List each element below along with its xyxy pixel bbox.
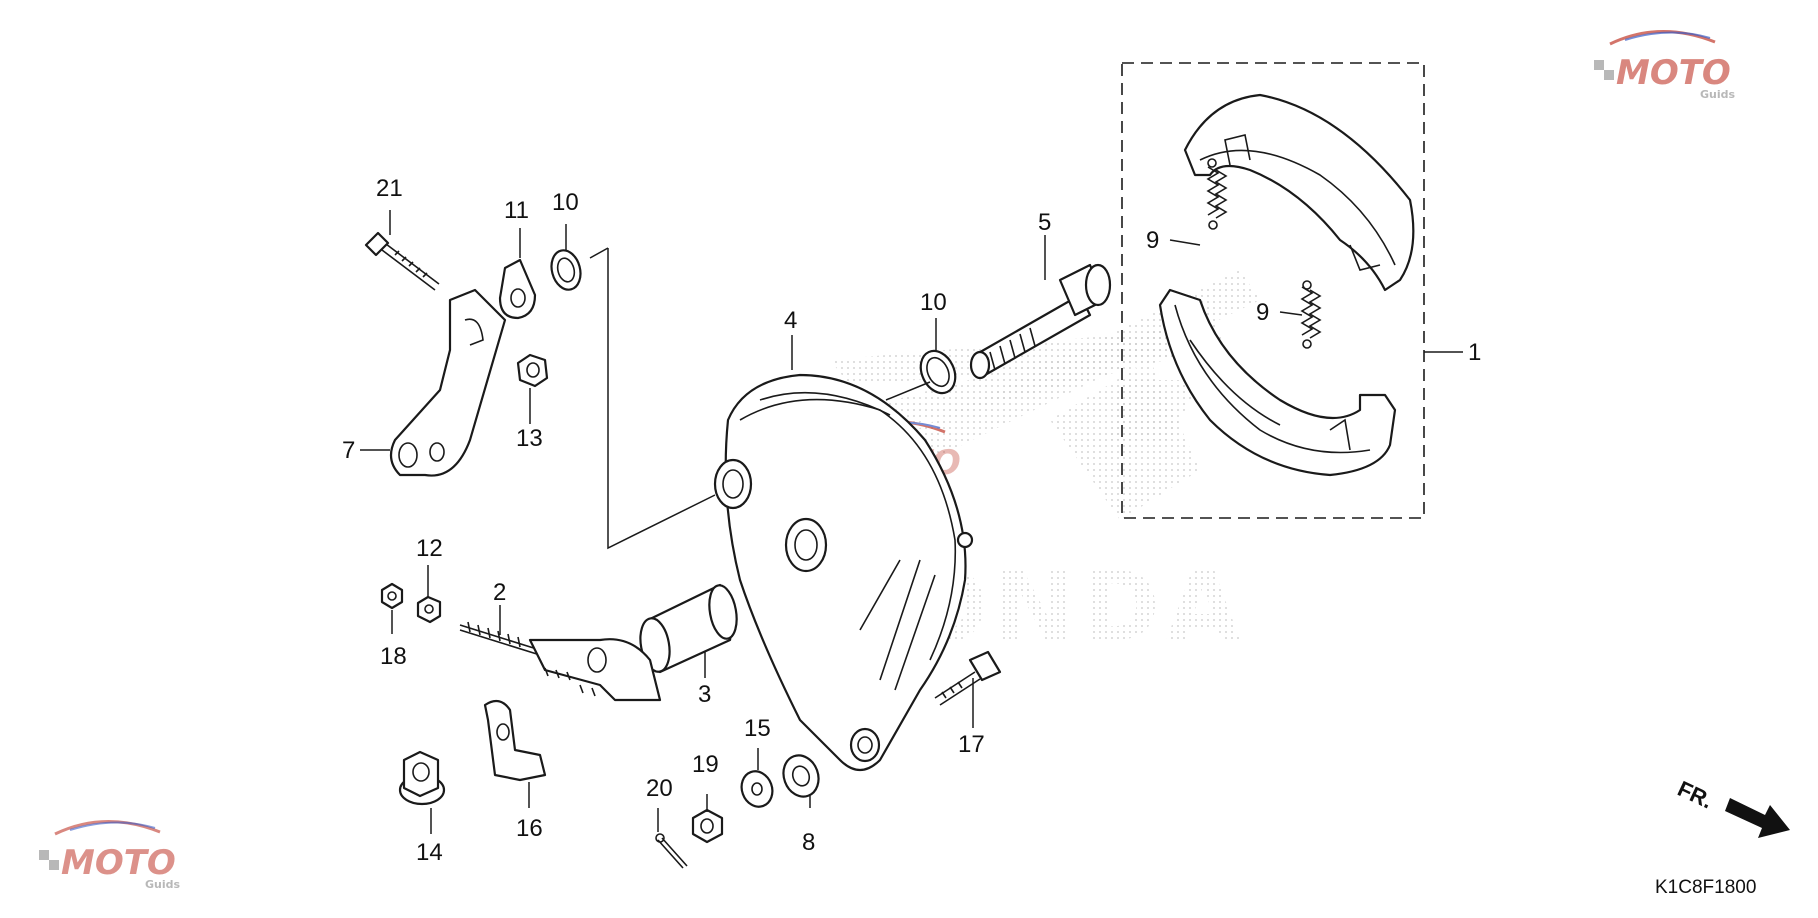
callout-2: 2	[493, 579, 506, 606]
front-direction-arrow: FR.	[1674, 776, 1790, 838]
brake-shoe-upper	[1183, 93, 1415, 292]
front-label: FR.	[1674, 776, 1717, 814]
callout-14: 14	[416, 839, 443, 866]
callout-5: 5	[1038, 209, 1051, 236]
bolt-21	[364, 231, 440, 291]
moto-sub-bottom: Guids	[145, 878, 181, 891]
callout-3: 3	[698, 681, 711, 708]
washer-15	[740, 770, 774, 808]
diagram-code: K1C8F1800	[1655, 877, 1756, 898]
bracket-16	[483, 699, 547, 782]
moto-brand-top: MOTO	[1616, 53, 1731, 93]
collar	[639, 583, 738, 674]
nut-18	[380, 582, 404, 610]
callout-9-lower: 9	[1256, 299, 1269, 326]
callout-4: 4	[784, 307, 797, 334]
nut-19	[691, 808, 724, 844]
lock-washer-11	[498, 258, 537, 320]
callout-19: 19	[692, 751, 719, 778]
callout-18: 18	[380, 643, 407, 670]
callout-10-left: 10	[552, 189, 579, 216]
callout-10-center: 10	[920, 289, 947, 316]
callout-labels: 1 2 3 4 5 7 8 9 9 10 10 11 12 13 14 15 1…	[342, 175, 1481, 866]
callout-1: 1	[1468, 339, 1481, 366]
callout-16: 16	[516, 815, 543, 842]
bolt-17	[934, 650, 1002, 706]
moto-sub-top: Guids	[1700, 88, 1736, 101]
moto-logo-bottom-left: MOTO Guids	[39, 820, 181, 891]
callout-17: 17	[958, 731, 985, 758]
callout-20: 20	[646, 775, 673, 802]
callout-12: 12	[416, 535, 443, 562]
flange-nut-14	[398, 750, 446, 806]
moto-brand-bottom: MOTO	[61, 843, 176, 883]
brake-shoe-lower	[1158, 288, 1397, 477]
spring-lower	[1300, 280, 1322, 349]
stopper-arm	[389, 288, 507, 477]
washer-8	[782, 754, 820, 798]
callout-7: 7	[342, 437, 355, 464]
brake-cam	[969, 263, 1112, 380]
washer-12	[416, 595, 442, 624]
brake-panel	[713, 373, 974, 772]
callout-13: 13	[516, 425, 543, 452]
adjuster-plate	[459, 621, 662, 702]
callout-21: 21	[376, 175, 403, 202]
callout-11: 11	[504, 197, 529, 224]
dust-seal-left	[550, 249, 582, 291]
callout-15: 15	[744, 715, 771, 742]
leader-lines	[360, 210, 1463, 834]
callout-9-upper: 9	[1146, 227, 1159, 254]
callout-8: 8	[802, 829, 815, 856]
cotter-pin-20	[655, 833, 688, 869]
nut-13	[516, 353, 549, 388]
spring-upper	[1206, 158, 1228, 230]
moto-logo-top-right: MOTO Guids	[1594, 30, 1736, 101]
